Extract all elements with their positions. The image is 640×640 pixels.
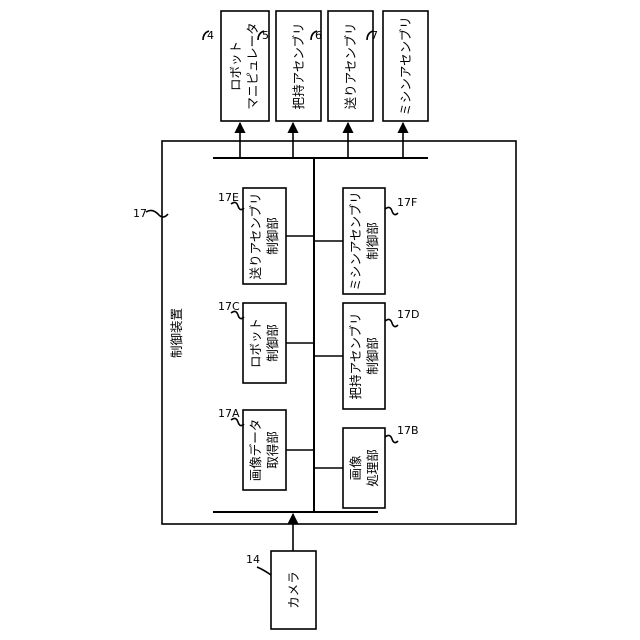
- unit-17C-robot-control: ロボット 制御部: [243, 303, 286, 383]
- unit-label-line1: ミシンアセンブリ: [348, 191, 363, 290]
- camera-label: カメラ: [286, 571, 301, 609]
- controller-box: [162, 141, 516, 524]
- unit-17A-image-data-acquisition: 画像データ 取得部: [243, 410, 286, 490]
- unit-label-line2: 取得部: [265, 431, 280, 469]
- unit-17D-gripping-assembly-control: 把持アセンブリ 制御部: [343, 303, 385, 409]
- unit-label-line1: ロボット: [248, 318, 263, 368]
- unit-ref-17A: 17A: [218, 407, 240, 420]
- unit-ref-17D: 17D: [397, 308, 419, 321]
- device-label: 把持アセンブリ: [291, 23, 306, 110]
- camera-ref: 14: [246, 553, 260, 566]
- controller-title: 制御装置: [169, 308, 184, 358]
- device-robot-manipulator: ロボット マニピュレータ: [221, 11, 269, 121]
- unit-label-line1: 画像: [348, 455, 363, 481]
- device-label-line1: ロボット: [228, 41, 243, 91]
- unit-label-line1: 把持アセンブリ: [348, 313, 363, 400]
- unit-label-line2: 制御部: [265, 217, 280, 255]
- unit-label-line1: 送りアセンブリ: [248, 193, 263, 280]
- device-gripping-assembly: 把持アセンブリ: [276, 11, 321, 121]
- unit-label-line1: 画像データ: [248, 419, 263, 482]
- unit-label-line2: 処理部: [365, 449, 380, 487]
- unit-17E-feed-assembly-control: 送りアセンブリ 制御部: [243, 188, 286, 284]
- controller-ref: 17: [133, 207, 147, 220]
- unit-ref-17B: 17B: [397, 424, 419, 437]
- device-label: 送りアセンブリ: [343, 23, 358, 110]
- unit-17F-sewing-assembly-control: ミシンアセンブリ 制御部: [343, 188, 385, 294]
- unit-ref-17C: 17C: [218, 300, 240, 313]
- unit-label-line2: 制御部: [265, 324, 280, 362]
- unit-label-line2: 制御部: [365, 222, 380, 260]
- device-sewing-assembly: ミシンアセンブリ: [383, 11, 428, 121]
- camera-box: カメラ: [271, 551, 316, 629]
- unit-17B-image-processing: 画像 処理部: [343, 428, 385, 508]
- device-feed-assembly: 送りアセンブリ: [328, 11, 373, 121]
- device-label: ミシンアセンブリ: [398, 16, 413, 115]
- unit-label-line2: 制御部: [365, 337, 380, 375]
- unit-ref-17F: 17F: [397, 196, 417, 209]
- leader: [257, 567, 271, 575]
- device-label-line2: マニピュレータ: [245, 22, 260, 109]
